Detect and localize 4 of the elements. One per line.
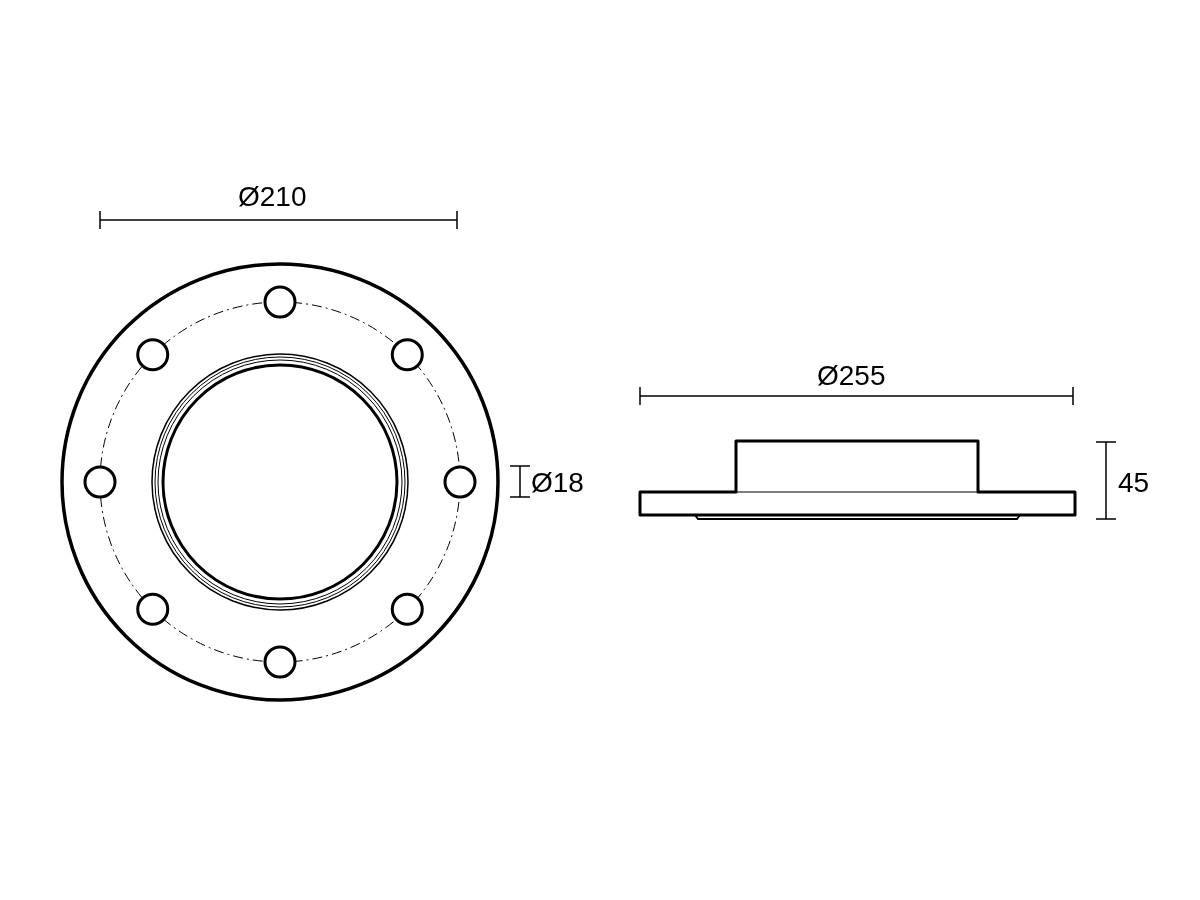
dimension-label: Ø18 [531, 469, 584, 497]
dimension-label: 45 [1118, 469, 1150, 497]
dimension-label: Ø255 [817, 362, 886, 390]
dimension-label: Ø210 [238, 183, 307, 211]
